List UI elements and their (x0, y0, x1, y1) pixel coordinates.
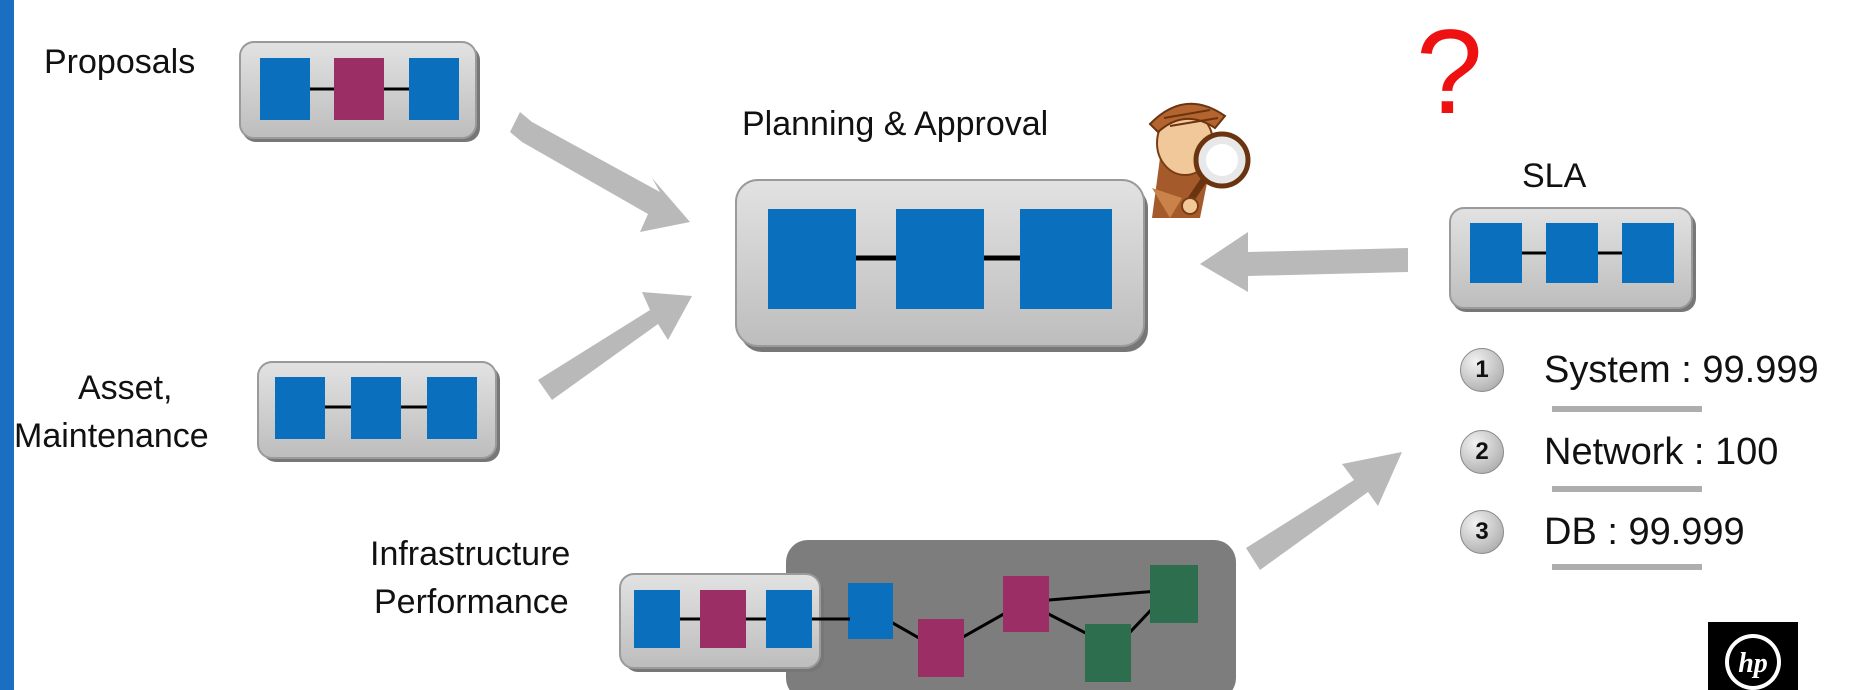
network-node-blue (848, 583, 893, 639)
process-step-blue (634, 590, 680, 648)
process-step-blue (427, 377, 477, 439)
process-step-blue (766, 590, 812, 648)
arrow-proposals-to-planning (510, 112, 690, 232)
process-step-magenta (700, 590, 746, 648)
sla-label: SLA (1522, 157, 1587, 195)
network-node-green (1150, 565, 1198, 623)
sla-item-text: DB : 99.999 (1544, 510, 1745, 553)
sla-underline (1552, 564, 1702, 570)
planning-approval-label: Planning & Approval (742, 105, 1049, 143)
process-step-blue (1020, 209, 1112, 309)
process-step-blue (896, 209, 984, 309)
arrow-sla-to-planning (1200, 232, 1408, 292)
left-accent-bar (0, 0, 14, 690)
sla-item-system: 1 System : 99.999 (1460, 348, 1819, 392)
process-step-blue (275, 377, 325, 439)
process-step-blue (1622, 223, 1674, 283)
question-mark-icon: ? (1416, 5, 1483, 139)
process-step-blue (260, 58, 310, 120)
arrow-asset-to-planning (538, 292, 692, 400)
sla-item-network: 2 Network : 100 (1460, 430, 1778, 474)
infrastructure-network-panel (786, 540, 1236, 690)
number-badge: 3 (1460, 510, 1504, 554)
sla-item-db: 3 DB : 99.999 (1460, 510, 1745, 554)
sla-underline (1552, 406, 1702, 412)
number-badge: 2 (1460, 430, 1504, 474)
process-step-blue (1546, 223, 1598, 283)
detective-magnifier-icon (1148, 102, 1251, 218)
sla-underline (1552, 486, 1702, 492)
asset-process-box (257, 361, 500, 462)
sla-process-box (1449, 207, 1696, 312)
infrastructure-label-line1: Infrastructure (370, 535, 571, 573)
process-step-blue (768, 209, 856, 309)
svg-text:hp: hp (1738, 648, 1768, 679)
network-node-green (1085, 624, 1131, 682)
process-step-blue (1470, 223, 1522, 283)
sla-item-text: System : 99.999 (1544, 348, 1819, 391)
arrow-infrastructure-to-sla (1246, 452, 1402, 570)
network-node-magenta (1003, 576, 1049, 632)
proposals-label: Proposals (44, 43, 196, 81)
process-step-blue (409, 58, 459, 120)
planning-process-box (735, 179, 1148, 352)
hp-logo: hp (1708, 622, 1798, 690)
asset-label-line1: Asset, (78, 369, 173, 407)
number-badge: 1 (1460, 348, 1504, 392)
proposals-process-box (239, 41, 480, 142)
process-step-magenta (334, 58, 384, 120)
sla-item-text: Network : 100 (1544, 430, 1779, 473)
infrastructure-process-box (619, 573, 850, 672)
process-step-blue (351, 377, 401, 439)
asset-label-line2: Maintenance (14, 417, 209, 455)
network-node-magenta (918, 619, 964, 677)
infrastructure-label-line2: Performance (374, 583, 569, 621)
